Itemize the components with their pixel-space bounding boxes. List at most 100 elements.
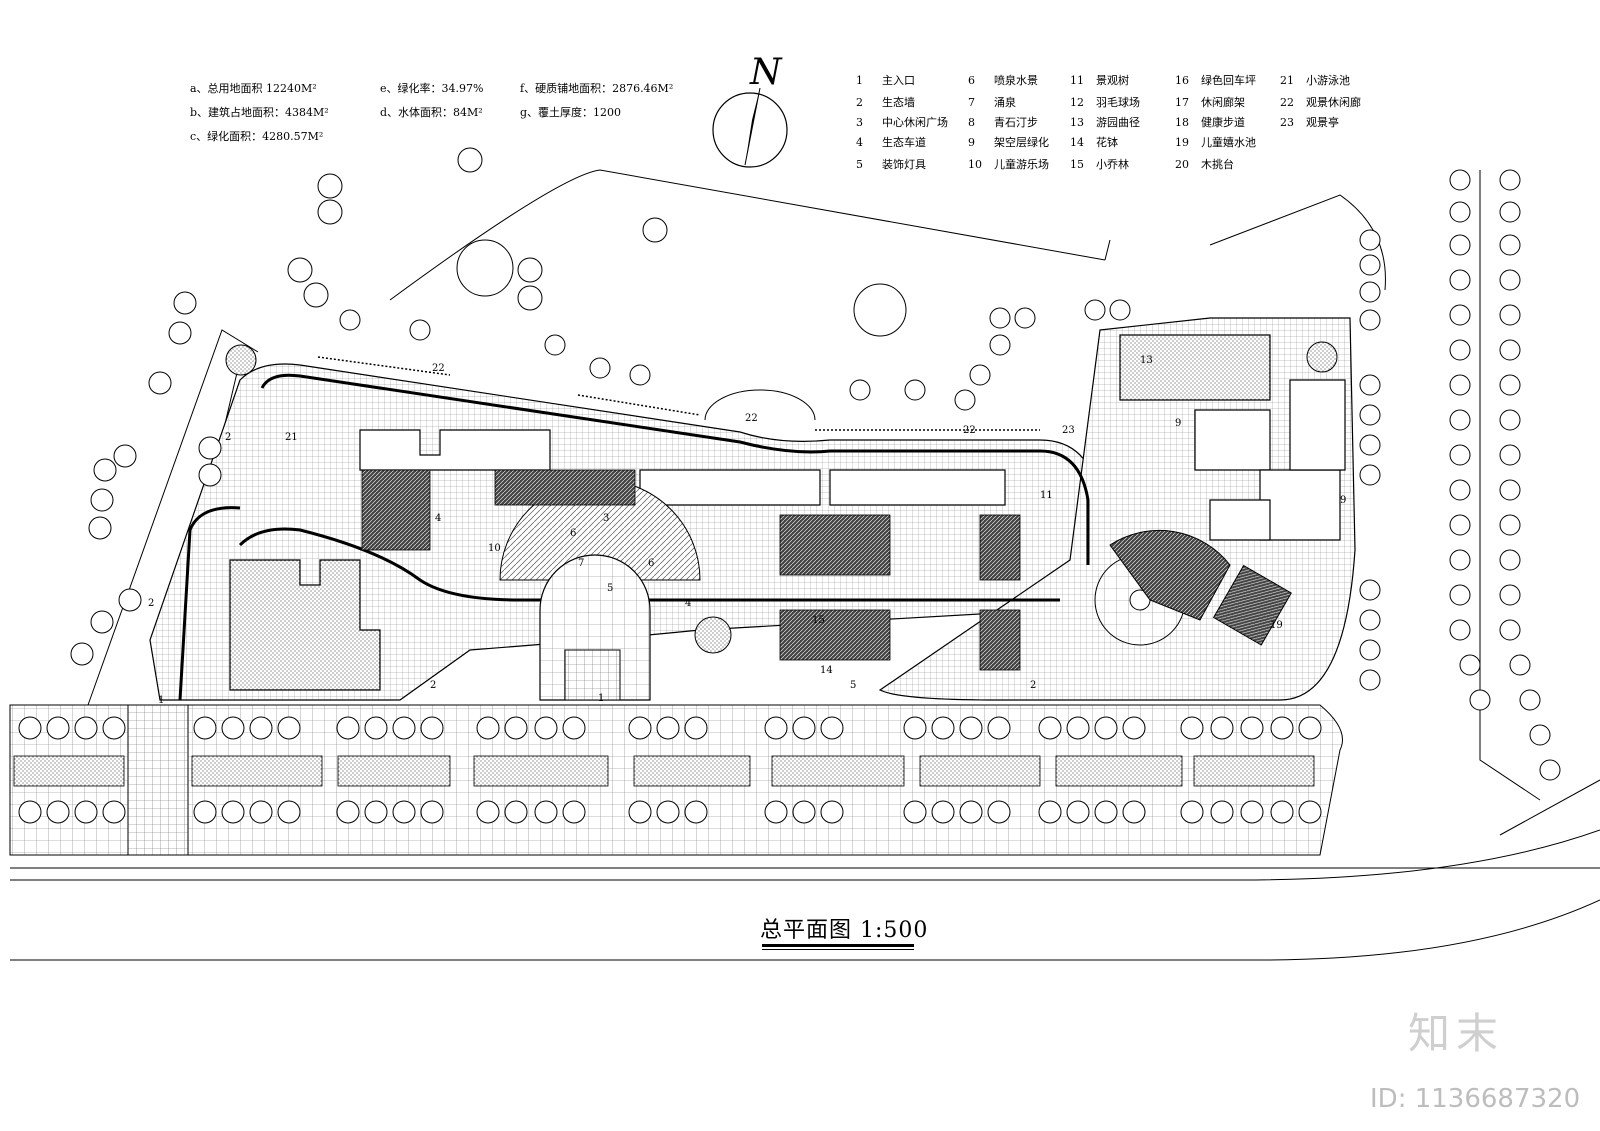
legend-number: 18 bbox=[1175, 116, 1189, 129]
legend-number: 11 bbox=[1070, 74, 1084, 87]
street-tree bbox=[1122, 716, 1146, 740]
legend-label: 中心休闲广场 bbox=[882, 116, 948, 129]
legend-label: 观景亭 bbox=[1306, 116, 1339, 129]
street-tree bbox=[1094, 716, 1118, 740]
street-tree bbox=[504, 716, 528, 740]
street-tree bbox=[1122, 800, 1146, 824]
street-tree bbox=[656, 800, 680, 824]
legend-number: 13 bbox=[1070, 116, 1084, 129]
street-tree bbox=[504, 800, 528, 824]
legend-label: 小游泳池 bbox=[1306, 74, 1350, 87]
legend-number: 3 bbox=[856, 116, 863, 129]
street-tree bbox=[820, 800, 844, 824]
corridors bbox=[317, 356, 1040, 431]
street-tree bbox=[193, 800, 217, 824]
street-tree bbox=[903, 716, 927, 740]
watermark-id: ID: 1136687320 bbox=[1370, 1084, 1581, 1114]
stat-building-area: b、建筑占地面积：4384M² bbox=[190, 106, 329, 119]
street-tree bbox=[987, 716, 1011, 740]
legend-number: 19 bbox=[1175, 136, 1189, 149]
street-tree bbox=[903, 800, 927, 824]
street-tree bbox=[987, 800, 1011, 824]
label-4: 4 bbox=[685, 598, 692, 609]
street-tree bbox=[1094, 800, 1118, 824]
legend-number: 10 bbox=[968, 158, 982, 171]
legend-label: 小乔林 bbox=[1096, 158, 1129, 171]
street-tree bbox=[420, 716, 444, 740]
legend-label: 绿色回车坪 bbox=[1201, 74, 1256, 87]
street-tree bbox=[656, 716, 680, 740]
label-14: 14 bbox=[820, 665, 833, 676]
legend-item: 14 花钵 bbox=[1070, 134, 1118, 150]
street-tree bbox=[221, 800, 245, 824]
street-tree bbox=[1210, 800, 1234, 824]
street-tree bbox=[931, 716, 955, 740]
label-4: 4 bbox=[435, 513, 442, 524]
street-tree bbox=[392, 716, 416, 740]
street-tree bbox=[684, 800, 708, 824]
street-tree bbox=[1270, 716, 1294, 740]
label-1: 1 bbox=[598, 693, 605, 704]
legend-label: 涌泉 bbox=[994, 96, 1016, 109]
legend-number: 21 bbox=[1280, 74, 1294, 87]
street-tree bbox=[1066, 800, 1090, 824]
legend-label: 装饰灯具 bbox=[882, 158, 926, 171]
street-tree bbox=[46, 800, 70, 824]
street-tree bbox=[18, 716, 42, 740]
legend-number: 23 bbox=[1280, 116, 1294, 129]
street-tree bbox=[931, 800, 955, 824]
street-tree bbox=[249, 716, 273, 740]
legend-item: 18 健康步道 bbox=[1175, 114, 1245, 130]
street-tree bbox=[959, 800, 983, 824]
buildings bbox=[229, 334, 1346, 691]
street-tree bbox=[420, 800, 444, 824]
legend-number: 17 bbox=[1175, 96, 1189, 109]
legend-label: 游园曲径 bbox=[1096, 116, 1140, 129]
stat-green-rate: e、绿化率：34.97% bbox=[380, 82, 484, 95]
street-tree bbox=[1240, 716, 1264, 740]
street-tree bbox=[277, 800, 301, 824]
street-tree bbox=[336, 716, 360, 740]
street-tree bbox=[18, 800, 42, 824]
legend-number: 14 bbox=[1070, 136, 1084, 149]
street-tree bbox=[249, 800, 273, 824]
street-tree bbox=[1210, 716, 1234, 740]
label-23: 23 bbox=[1062, 425, 1075, 436]
label-22: 22 bbox=[963, 425, 976, 436]
label-5: 5 bbox=[850, 680, 857, 691]
legend-number: 20 bbox=[1175, 158, 1189, 171]
legend-label: 花钵 bbox=[1096, 136, 1118, 149]
right-features bbox=[225, 341, 1338, 654]
legend-label: 架空层绿化 bbox=[994, 136, 1049, 149]
street-tree bbox=[792, 800, 816, 824]
street-tree bbox=[102, 800, 126, 824]
street-tree bbox=[959, 716, 983, 740]
label-9: 9 bbox=[1340, 495, 1347, 506]
title-underline bbox=[762, 944, 914, 947]
legend-label: 观景休闲廊 bbox=[1306, 96, 1361, 109]
street-tree bbox=[193, 716, 217, 740]
street-tree bbox=[102, 716, 126, 740]
label-5: 5 bbox=[607, 583, 614, 594]
legend-label: 健康步道 bbox=[1201, 116, 1245, 129]
legend-item: 23 观景亭 bbox=[1280, 114, 1339, 130]
legend-number: 8 bbox=[968, 116, 975, 129]
label-2: 2 bbox=[1030, 680, 1037, 691]
legend-number: 1 bbox=[856, 74, 863, 87]
stat-total-area: a、总用地面积 12240M² bbox=[190, 82, 317, 95]
label-2: 2 bbox=[430, 680, 437, 691]
legend-item: 3 中心休闲广场 bbox=[856, 114, 948, 130]
street-tree bbox=[1066, 716, 1090, 740]
tree-blocks bbox=[361, 469, 1021, 671]
street-tree bbox=[628, 716, 652, 740]
street-tree bbox=[534, 716, 558, 740]
street-tree bbox=[562, 800, 586, 824]
